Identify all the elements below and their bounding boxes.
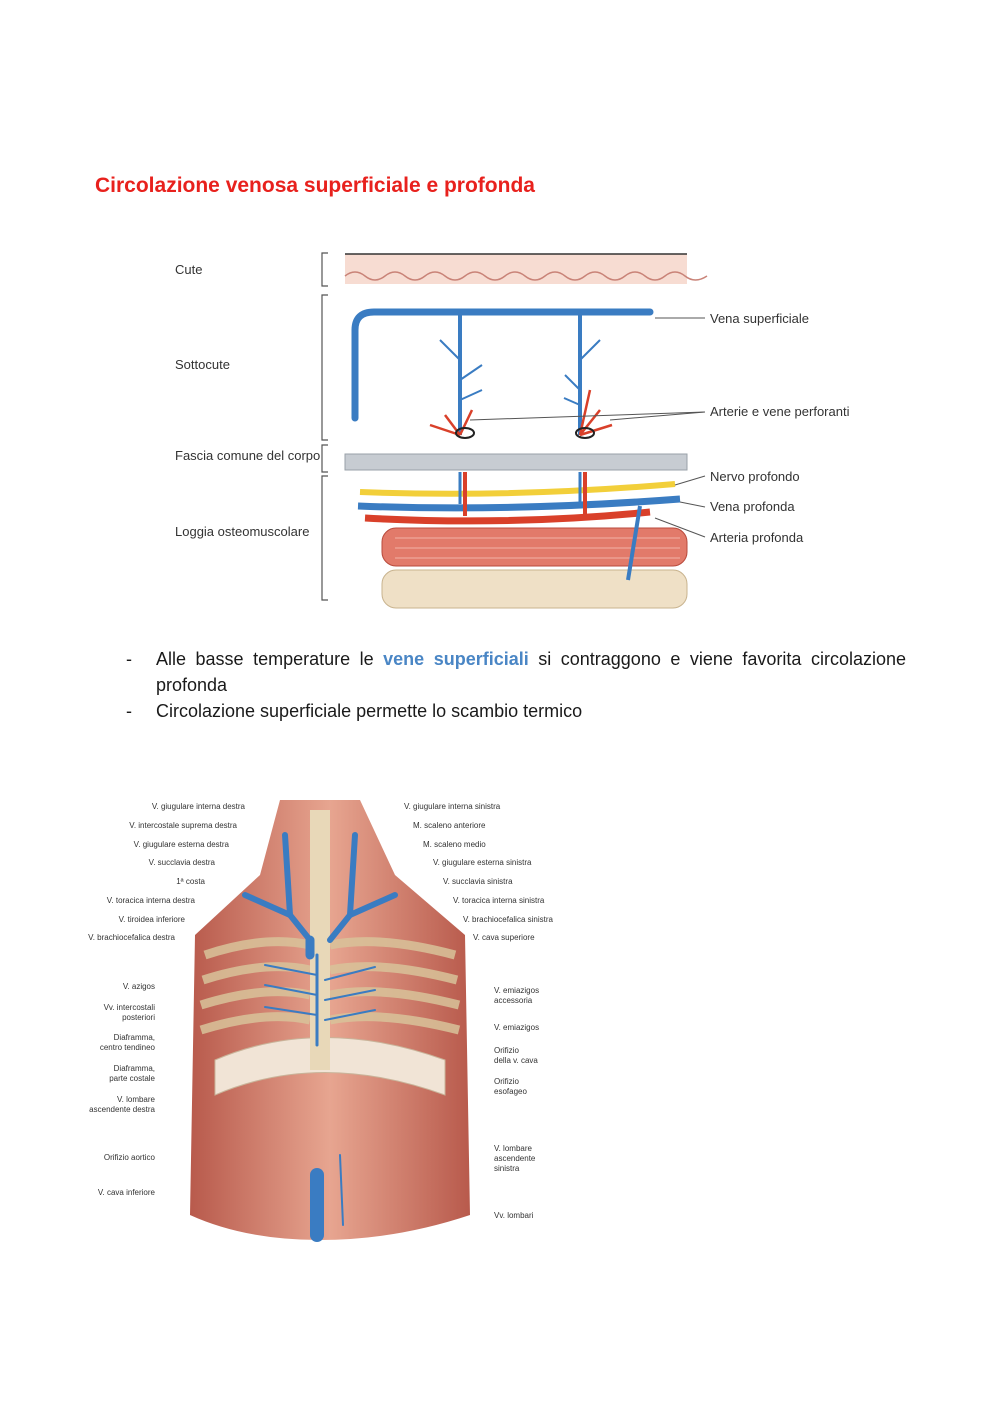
label-vena-profonda: Vena profonda (710, 499, 795, 514)
bone (381, 569, 688, 609)
muscle (381, 527, 688, 567)
label-perforanti: Arterie e vene perforanti (710, 404, 850, 419)
label-fascia: Fascia comune del corpo (175, 448, 321, 463)
label-arteria-profonda: Arteria profonda (710, 530, 804, 545)
label-sottocute: Sottocute (175, 357, 230, 372)
bullet-list: - Alle basse temperature le vene superfi… (120, 646, 906, 724)
deep-vein (357, 495, 681, 512)
label-loggia: Loggia osteomuscolare (175, 524, 310, 539)
page-title: Circolazione venosa superficiale e profo… (95, 174, 535, 197)
veins (242, 832, 398, 1242)
superficial-vein (351, 308, 654, 422)
highlight-term: vene superficiali (383, 649, 529, 669)
deep-nerve (359, 481, 676, 497)
label-vena-superficiale: Vena superficiale (710, 311, 810, 326)
circulation-diagram (321, 252, 708, 609)
bullet-item: - Alle basse temperature le vene superfi… (126, 649, 906, 695)
label-nervo: Nervo profondo (710, 469, 800, 484)
ribs (199, 937, 461, 1035)
skin-layer (345, 254, 687, 284)
label-cute: Cute (175, 262, 203, 277)
spine (310, 810, 330, 1070)
deep-artery (364, 508, 651, 525)
thorax-veins-illustration (190, 800, 470, 1242)
bullet-item: - Circolazione superficiale permette lo … (126, 701, 583, 721)
fascia-layer (344, 453, 688, 471)
